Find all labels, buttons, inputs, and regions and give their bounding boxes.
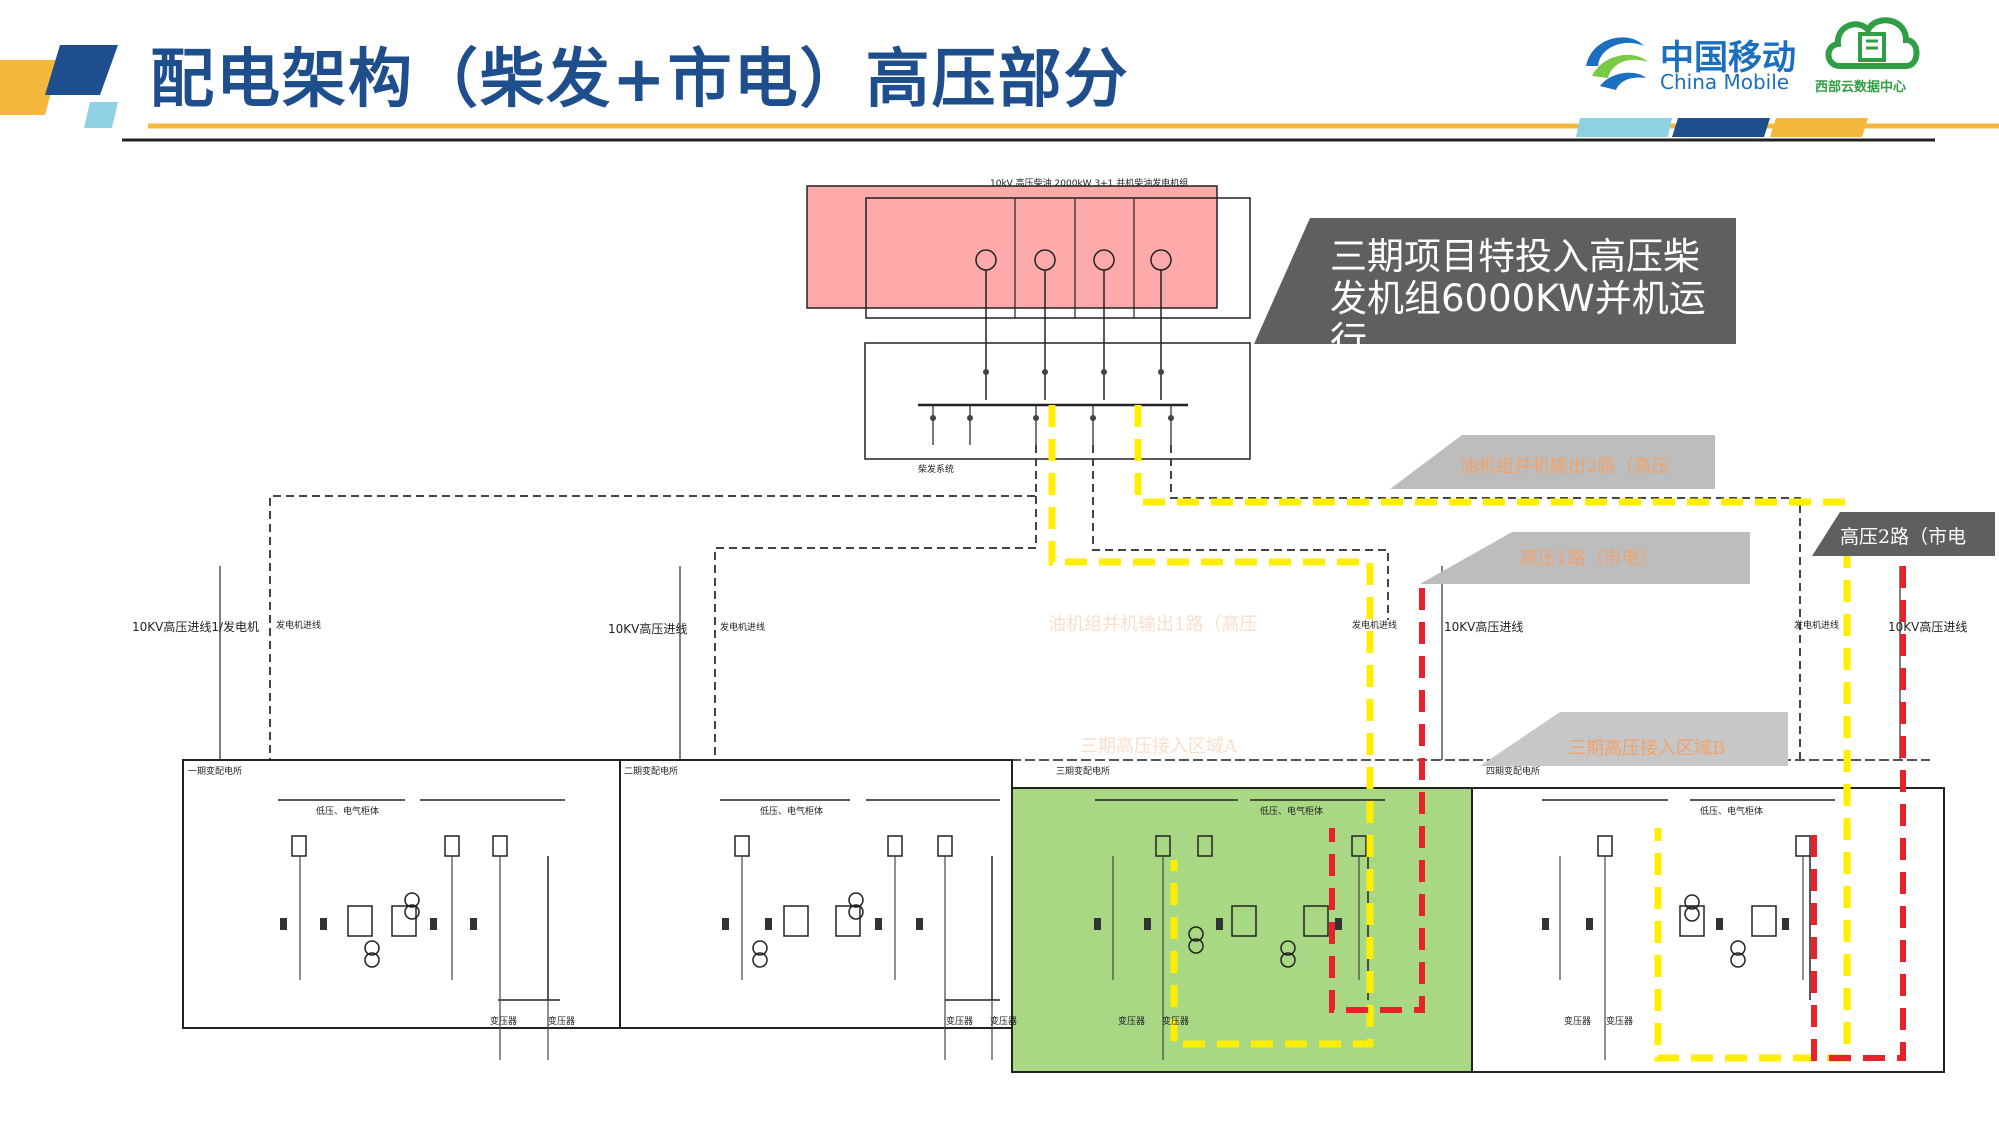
genset-section-label: 柴发系统 xyxy=(918,465,955,475)
zone-b-label: 三期高压接入区域B xyxy=(1568,738,1726,759)
feeder-drops xyxy=(299,856,1804,1060)
transformer-symbols xyxy=(364,892,1746,968)
hv-2-label: 高压2路（市电 xyxy=(1840,526,1967,548)
feeder-label-4: 发电机进线 xyxy=(1794,621,1840,631)
gen-output-path-1 xyxy=(1048,405,1374,1048)
section-label-1: 一期变配电所 xyxy=(188,767,243,777)
page-title: 配电架构（柴发+市电）高压部分 xyxy=(150,43,1130,117)
china-mobile-logo-en: China Mobile xyxy=(1660,70,1790,94)
gen-output-path-2 xyxy=(1134,405,1851,1062)
bus-label-2: 10KV高压进线 xyxy=(608,622,688,636)
transformer-label-1: 变压器 xyxy=(490,1017,518,1027)
transformer-label-3: 变压器 xyxy=(946,1017,974,1027)
panel-label-1: 低压、电气柜体 xyxy=(316,807,380,817)
panel-label-3: 低压、电气柜体 xyxy=(1260,807,1324,817)
transformer-label-7: 变压器 xyxy=(1564,1017,1592,1027)
switchgear-details xyxy=(278,799,1835,1001)
transformer-label-2: 变压器 xyxy=(548,1017,576,1027)
china-mobile-logo-cn: 中国移动 xyxy=(1660,38,1796,78)
header-decoration xyxy=(0,45,1999,142)
stripe-navy xyxy=(1672,118,1770,137)
genset-title: 10kV 高压柴油 2000kW 3+1 并机柴油发电机组 xyxy=(990,179,1189,189)
bus-label-3: 10KV高压进线 xyxy=(1444,620,1524,634)
utility-hv-path-2 xyxy=(1811,566,1906,1061)
genset-frame xyxy=(865,197,1251,319)
feeder-label-3: 发电机进线 xyxy=(1352,621,1398,631)
accent-navy-block xyxy=(45,45,118,95)
panel-label-2: 低压、电气柜体 xyxy=(760,807,824,817)
hv-1-label: 高压1路（市电） xyxy=(1520,548,1658,569)
feeder-label-1: 发电机进线 xyxy=(276,621,322,631)
panel-label-4: 低压、电气柜体 xyxy=(1700,807,1764,817)
transformer-label-6: 变压器 xyxy=(1162,1017,1190,1027)
section-label-2: 二期变配电所 xyxy=(624,767,679,777)
main-callout-shape xyxy=(1254,218,1736,344)
main-callout-text: 三期项目特投入高压柴发机组6000KW并机运行 xyxy=(1330,235,1706,362)
gen-feeder-4 xyxy=(1170,445,1801,760)
transformer-label-4: 变压器 xyxy=(990,1017,1018,1027)
accent-gold-block xyxy=(0,60,60,115)
utility-hv-path-1 xyxy=(1329,588,1425,1013)
hv-1-callout-shape xyxy=(1420,532,1750,584)
zone-a-label: 三期高压接入区域A xyxy=(1080,736,1237,757)
gen-out-1-label: 油机组并机输出1路（高压 xyxy=(1048,614,1258,635)
accent-cyan-block xyxy=(84,102,118,128)
stripe-cyan xyxy=(1576,118,1672,137)
gen-feeder-1 xyxy=(269,445,1037,760)
zone-b-callout-shape xyxy=(1480,712,1788,766)
zone-a-green xyxy=(1011,787,1473,1073)
china-mobile-logo-icon xyxy=(1586,37,1648,90)
bus-label-4: 10KV高压进线 xyxy=(1888,620,1968,634)
section-label-4: 四期变配电所 xyxy=(1486,767,1541,777)
gen-feeder-2 xyxy=(714,496,1037,760)
hv-2-callout-shape xyxy=(1812,512,1995,556)
gen-out-2-callout-shape xyxy=(1390,435,1715,489)
zone-b-box xyxy=(1471,787,1945,1073)
transformer-label-8: 变压器 xyxy=(1606,1017,1634,1027)
cloud-datacenter-logo-text: 西部云数据中心 xyxy=(1815,80,1907,95)
gen-feeder-3 xyxy=(1092,445,1389,620)
breaker-marks xyxy=(280,918,1789,930)
stripe-gold xyxy=(1770,118,1868,137)
genset-block xyxy=(806,185,1218,309)
gen-out-2-label: 油机组并机输出2路（高压 xyxy=(1460,456,1670,477)
cloud-datacenter-logo-icon xyxy=(1825,17,1920,69)
parallel-switchgear-box xyxy=(864,342,1251,460)
feeder-label-2: 发电机进线 xyxy=(720,623,766,633)
transformer-label-5: 变压器 xyxy=(1118,1017,1146,1027)
section-label-3: 三期变配电所 xyxy=(1056,767,1111,777)
bus-label-1: 10KV高压进线1/发电机 xyxy=(132,620,260,634)
